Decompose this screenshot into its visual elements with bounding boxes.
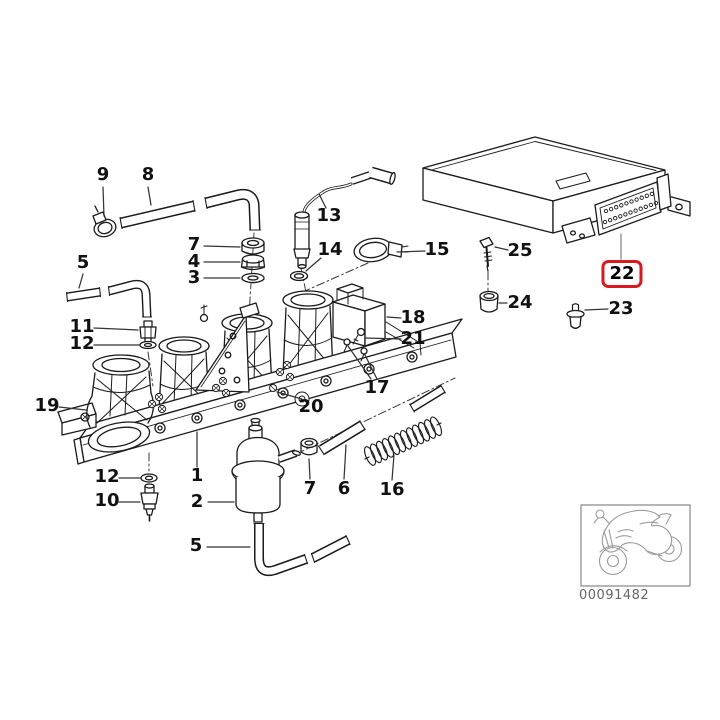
part-label-7-lower[interactable]: 7 [303, 478, 317, 499]
part-label-12-lower[interactable]: 12 [94, 466, 120, 487]
ecu-22 [422, 136, 691, 244]
part-label-4[interactable]: 4 [187, 251, 201, 272]
part-label-5-upper[interactable]: 5 [76, 252, 90, 273]
spring-16 [363, 416, 443, 466]
fuel-filter-2 [231, 417, 302, 523]
washer-12-upper [139, 340, 157, 350]
part-label-6[interactable]: 6 [337, 478, 351, 499]
ring-14 [289, 270, 309, 282]
throttle-body-1 [86, 354, 155, 453]
screw-25 [479, 236, 494, 272]
hose-8 [119, 188, 262, 231]
motorcycle-icon [593, 509, 683, 576]
part-label-24[interactable]: 24 [507, 292, 533, 313]
part-label-15[interactable]: 15 [424, 239, 450, 260]
part-label-23[interactable]: 23 [608, 298, 634, 319]
part-label-17[interactable]: 17 [364, 377, 390, 398]
part-label-12-upper[interactable]: 12 [69, 333, 95, 354]
throttle-body-4 [282, 290, 334, 376]
throttle-body-2 [158, 336, 210, 411]
hose-5-lower [253, 522, 351, 577]
diagram-code: 00091482 [579, 588, 650, 603]
injector-nozzles-17 [343, 338, 368, 362]
tube-6 [317, 420, 366, 456]
hose-clamp-9 [92, 205, 117, 238]
part-label-25[interactable]: 25 [507, 240, 533, 261]
part-label-16[interactable]: 16 [379, 479, 405, 500]
part-label-10[interactable]: 10 [94, 490, 120, 511]
washer-12-lower [140, 473, 158, 483]
part-label-22[interactable]: 22 [601, 260, 643, 288]
part-label-3[interactable]: 3 [187, 267, 201, 288]
hose-5-upper [65, 279, 153, 318]
leader-lines [58, 186, 609, 548]
motorcycle-thumbnail [580, 504, 691, 587]
part-label-7-upper[interactable]: 7 [187, 234, 201, 255]
part-label-14[interactable]: 14 [317, 239, 343, 260]
part-label-18[interactable]: 18 [400, 307, 426, 328]
mounting-plate [195, 302, 260, 393]
bushing-7-lower [300, 437, 318, 456]
part-label-13[interactable]: 13 [316, 205, 342, 226]
part-label-11[interactable]: 11 [69, 316, 95, 337]
part-label-9[interactable]: 9 [96, 164, 110, 185]
injector-10 [140, 483, 159, 522]
part-label-19[interactable]: 19 [34, 395, 60, 416]
washer-stack-3-4-7 [240, 237, 266, 284]
cap-24 [479, 290, 499, 313]
part-label-2[interactable]: 2 [190, 491, 204, 512]
part-label-5-lower[interactable]: 5 [189, 535, 203, 556]
part-label-8[interactable]: 8 [141, 164, 155, 185]
valve-23 [566, 303, 585, 329]
temp-sensor-13 [293, 166, 396, 269]
screw-21 [352, 327, 366, 345]
part-label-21[interactable]: 21 [400, 328, 426, 349]
part-label-1[interactable]: 1 [190, 465, 204, 486]
fitting-11 [139, 320, 157, 343]
fuel-pipe [409, 384, 446, 413]
part-label-20[interactable]: 20 [298, 396, 324, 417]
